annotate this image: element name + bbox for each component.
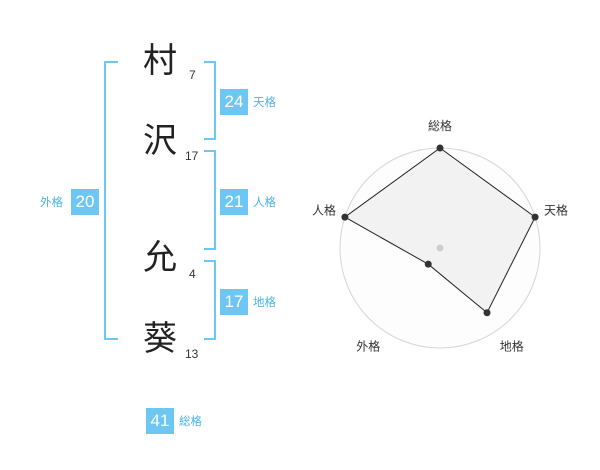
radar-point	[424, 260, 432, 268]
soukaku-value: 41	[146, 408, 174, 434]
jinkaku-label: 人格	[253, 195, 276, 209]
radar-axis-label: 外格	[356, 339, 380, 354]
chikaku-value: 17	[220, 289, 248, 315]
radar-point	[483, 309, 491, 317]
jinkaku-value: 21	[220, 189, 248, 215]
chikaku-bracket	[204, 260, 216, 340]
radar-shape	[343, 147, 536, 314]
tenkaku-bracket	[204, 61, 216, 140]
gaikaku-bracket	[104, 61, 118, 340]
radar-center-dot	[436, 244, 444, 252]
radar-point	[436, 144, 444, 152]
radar-point	[531, 213, 539, 221]
tenkaku-label: 天格	[253, 95, 276, 109]
stroke-count-4: 13	[185, 347, 199, 361]
stroke-count-2: 17	[185, 149, 199, 163]
tenkaku-value: 24	[220, 89, 248, 115]
radar-point	[341, 213, 349, 221]
jinkaku-bracket	[204, 150, 216, 250]
gaikaku-value: 20	[71, 189, 99, 215]
chikaku-label: 地格	[253, 295, 276, 309]
stroke-count-3: 4	[189, 267, 196, 281]
name-char-1: 村	[143, 41, 177, 81]
name-char-3: 允	[143, 238, 177, 278]
radar-axis-label: 天格	[544, 202, 568, 217]
radar-axis-label: 総格	[428, 118, 452, 133]
radar-axis-label: 人格	[312, 202, 336, 217]
stroke-count-1: 7	[189, 68, 196, 82]
soukaku-label: 総格	[179, 414, 202, 428]
gaikaku-label: 外格	[40, 195, 63, 209]
radar-axis-label: 地格	[500, 339, 524, 354]
name-char-2: 沢	[143, 121, 177, 161]
name-char-4: 葵	[143, 319, 177, 359]
